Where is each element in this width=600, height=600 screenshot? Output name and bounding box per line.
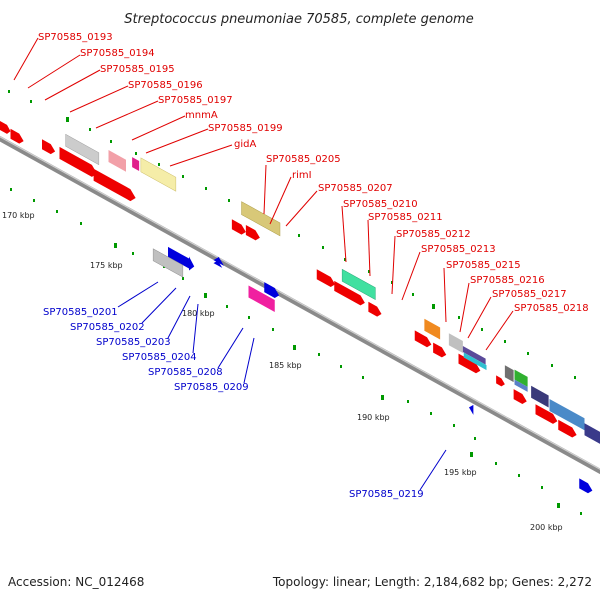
map-title: Streptococcus pneumoniae 70585, complete… — [124, 12, 473, 27]
kbp-label: 180 kbp — [182, 309, 215, 318]
gene-arrow — [42, 139, 56, 155]
gene-label: SP70585_0203 — [96, 337, 171, 348]
gene-arrow — [558, 419, 577, 438]
gene-block — [514, 369, 528, 387]
gene-arrow — [496, 375, 505, 387]
reverse-genes — [152, 246, 593, 494]
gene-label: SP70585_0218 — [514, 303, 589, 314]
gene-label: SP70585_0211 — [368, 212, 443, 223]
gene-block — [108, 150, 126, 172]
genome-backbone — [0, 135, 600, 475]
gene-label: SP70585_0213 — [421, 244, 496, 255]
gene-block — [462, 346, 486, 365]
gene-arrow — [245, 225, 260, 241]
gene-arrow — [433, 342, 447, 358]
gene-arrow — [10, 128, 24, 144]
gene-label: SP70585_0208 — [148, 367, 223, 378]
gene-label: SP70585_0195 — [100, 64, 175, 75]
gene-arrow — [213, 260, 223, 268]
gene-label: SP70585_0212 — [396, 229, 471, 240]
gene-label: SP70585_0201 — [43, 307, 118, 318]
gene-label: SP70585_0210 — [343, 199, 418, 210]
gene-label: SP70585_0205 — [266, 154, 341, 165]
kbp-label: 195 kbp — [444, 468, 477, 477]
kbp-label: 170 kbp — [2, 211, 35, 220]
gene-label: gidA — [234, 139, 256, 150]
gene-label: SP70585_0216 — [470, 275, 545, 286]
gene-arrow — [231, 219, 246, 235]
gene-arrow — [316, 269, 336, 287]
gene-label: SP70585_0209 — [174, 382, 249, 393]
gene-block — [241, 201, 281, 237]
gene-label: SP70585_0219 — [349, 489, 424, 500]
gene-block — [549, 398, 585, 431]
kbp-label: 200 kbp — [530, 523, 563, 532]
kbp-scale: 170 kbp 175 kbp 180 kbp 185 kbp 190 kbp … — [2, 211, 563, 532]
gene-arrow — [213, 257, 224, 266]
gene-arrow — [334, 280, 365, 306]
gene-label: SP70585_0194 — [80, 48, 155, 59]
tick-marks — [8, 90, 582, 515]
gene-label: SP70585_0215 — [446, 260, 521, 271]
gene-label: SP70585_0204 — [122, 352, 197, 363]
gene-block — [341, 268, 376, 301]
gene-arrow — [168, 246, 195, 271]
gene-block — [463, 352, 487, 371]
gene-arrow — [0, 121, 11, 134]
gene-label: rimI — [292, 170, 312, 181]
kbp-label: 190 kbp — [357, 413, 390, 422]
gene-block — [448, 333, 463, 354]
gene-block — [65, 133, 100, 166]
gene-arrow — [458, 353, 481, 374]
gene-block — [132, 157, 140, 171]
gene-label: SP70585_0197 — [158, 95, 233, 106]
forward-leaders — [13, 37, 514, 351]
reverse-leaders — [117, 281, 447, 491]
gene-label: SP70585_0207 — [318, 183, 393, 194]
gene-block — [424, 318, 441, 340]
gene-label: SP70585_0199 — [208, 123, 283, 134]
gene-arrow — [59, 146, 98, 177]
gene-arrow — [579, 478, 593, 494]
gene-block — [140, 157, 177, 192]
accession-text: Accession: NC_012468 — [8, 575, 144, 589]
gene-label: SP70585_0217 — [492, 289, 567, 300]
kbp-label: 175 kbp — [90, 261, 123, 270]
forward-genes — [0, 121, 600, 447]
gene-block — [584, 423, 600, 447]
gene-arrow — [368, 301, 382, 317]
gene-label: SP70585_0193 — [38, 32, 113, 43]
gene-arrow — [535, 404, 558, 424]
gene-arrow — [469, 404, 474, 415]
gene-arrow — [264, 282, 280, 298]
gene-block — [248, 285, 275, 312]
gene-label: SP70585_0196 — [128, 80, 203, 91]
gene-arrow — [414, 330, 432, 348]
gene-arrow — [513, 389, 527, 404]
topology-text: Topology: linear; Length: 2,184,682 bp; … — [272, 575, 592, 589]
gene-arrow — [93, 168, 136, 202]
gene-label: mnmA — [185, 110, 218, 121]
gene-block — [152, 248, 184, 278]
gene-block — [504, 365, 514, 383]
kbp-label: 185 kbp — [269, 361, 302, 370]
reverse-labels: SP70585_0201 SP70585_0202 SP70585_0203 S… — [43, 307, 424, 500]
gene-block — [531, 385, 549, 408]
forward-labels: SP70585_0193 SP70585_0194 SP70585_0195 S… — [38, 32, 589, 314]
gene-label: SP70585_0202 — [70, 322, 145, 333]
gene-block — [514, 379, 528, 392]
